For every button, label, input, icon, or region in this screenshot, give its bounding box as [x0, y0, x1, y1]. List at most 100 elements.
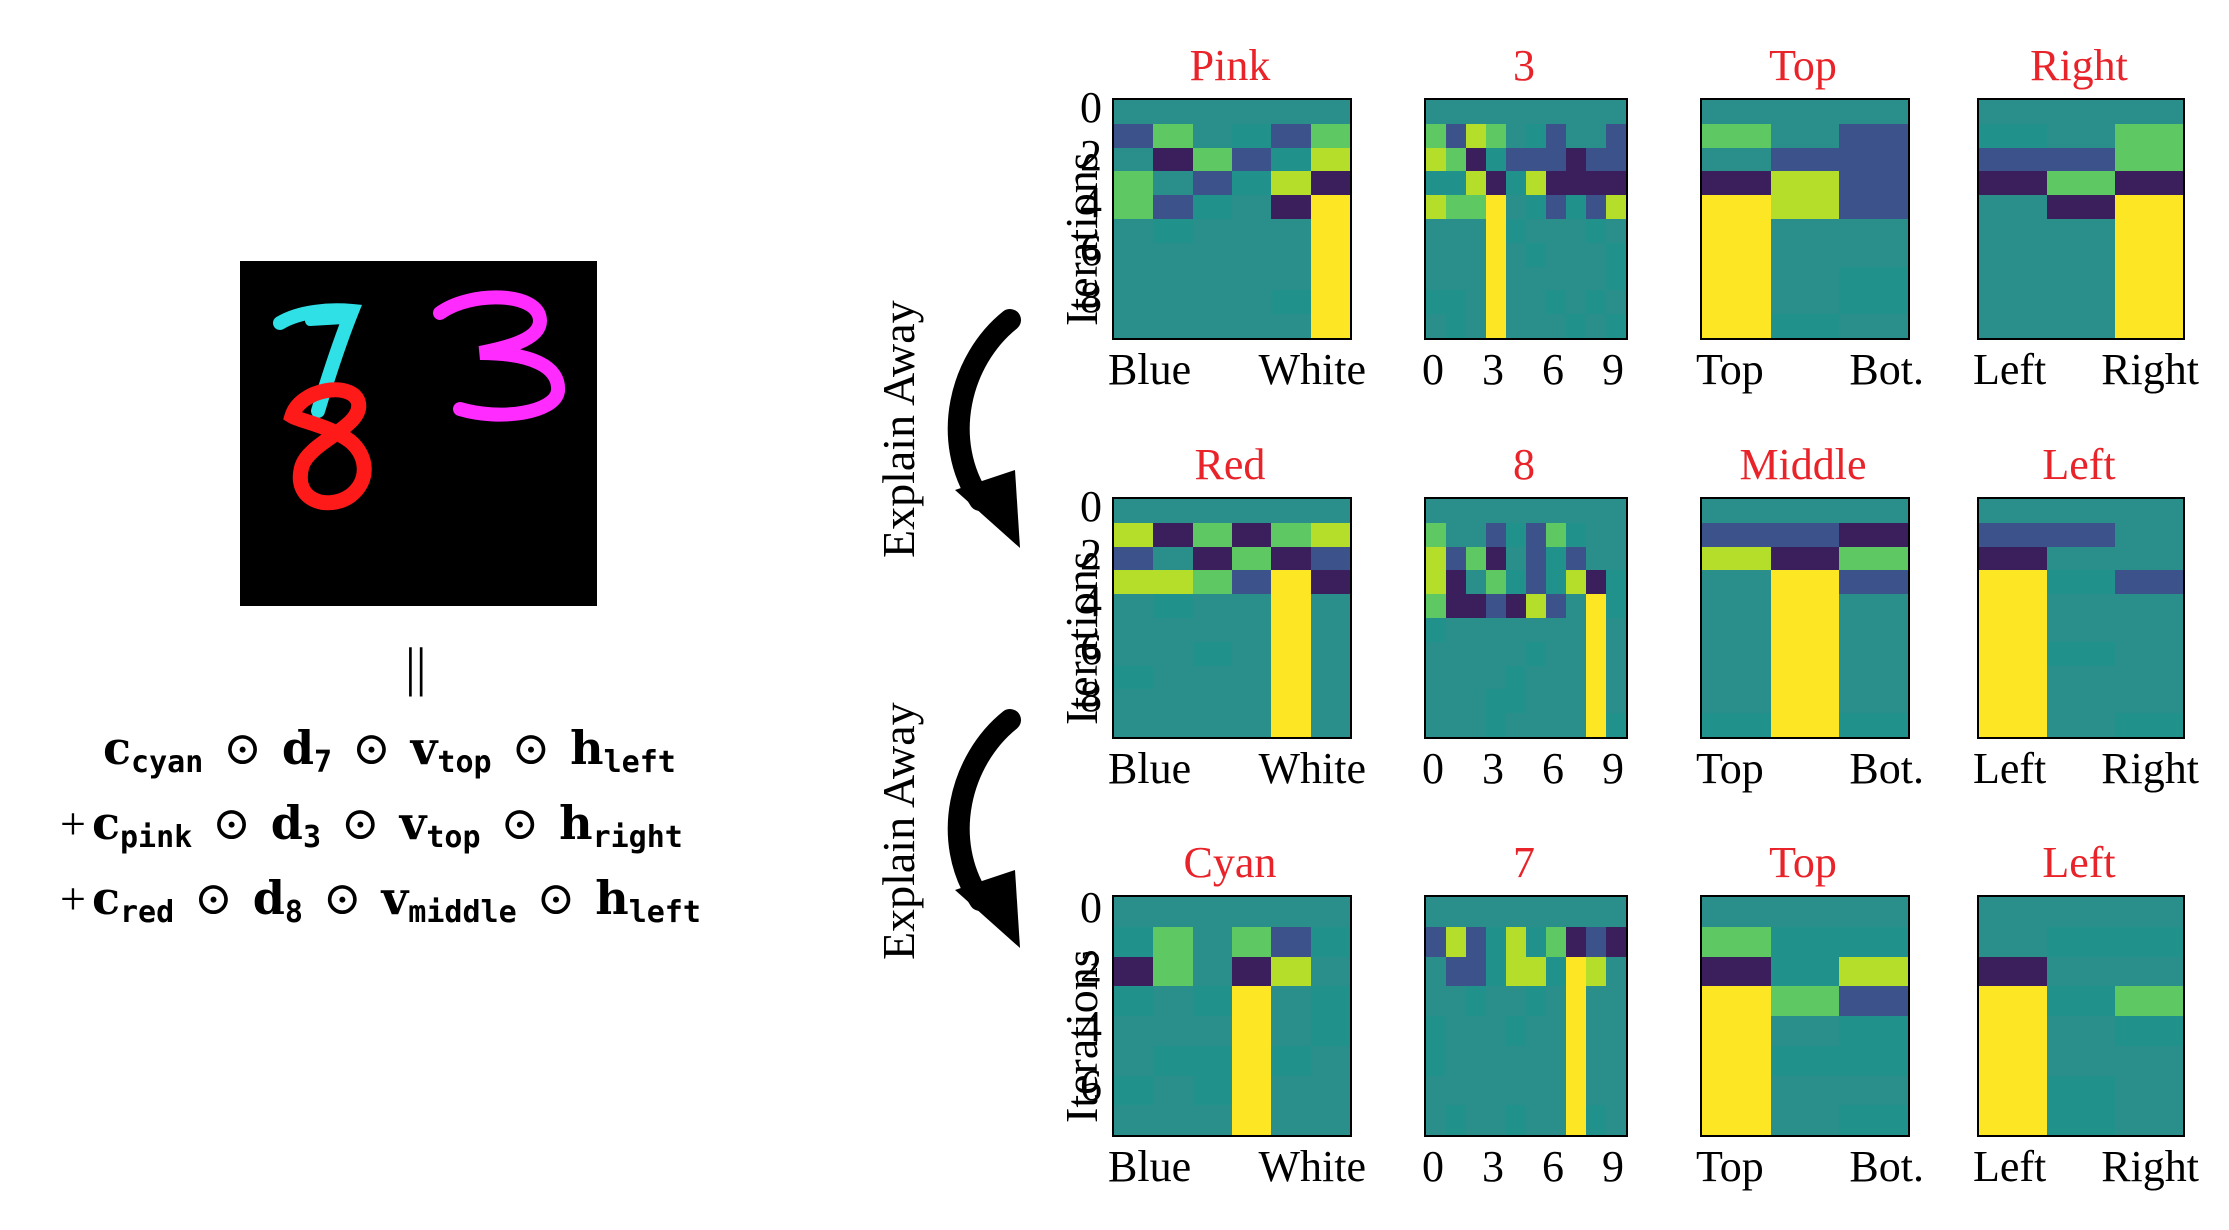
heatmap-cell	[1446, 689, 1467, 715]
heatmap-cell	[1546, 1105, 1567, 1135]
curved-arrow-icon	[947, 709, 1021, 948]
heatmap-cell	[1486, 641, 1507, 667]
heatmap-cell	[1770, 147, 1841, 173]
heatmap-cell	[1839, 171, 1908, 197]
heatmap-panel	[1424, 895, 1628, 1137]
heatmap-cell	[1606, 1075, 1626, 1107]
heatmap-cell	[1839, 1075, 1908, 1107]
heatmap-cell	[1606, 713, 1626, 737]
heatmap-cell	[1770, 499, 1841, 524]
heatmap-cell	[1546, 986, 1567, 1017]
heatmap-cell	[1566, 171, 1587, 197]
heatmap-cell	[1153, 618, 1194, 643]
heatmap-cell	[1546, 147, 1567, 173]
y-tick-label: 4	[1080, 1001, 1102, 1051]
heatmap-cell	[1446, 897, 1467, 928]
equation-line-2: +cpink ⊙ d3 ⊙ vtop ⊙ hright	[60, 796, 683, 855]
heatmap-cell	[1426, 314, 1447, 338]
heatmap-cell	[1606, 570, 1626, 596]
heatmap-cell	[1232, 195, 1273, 220]
heatmap-cell	[1586, 570, 1607, 596]
heatmap-cell	[1310, 123, 1350, 149]
heatmap-cell	[1526, 1105, 1547, 1135]
heatmap-cell	[1466, 266, 1487, 292]
heatmap-cell	[1839, 986, 1908, 1017]
heatmap-cell	[1192, 897, 1233, 928]
heatmap-cell	[1114, 1016, 1155, 1047]
heatmap-cell	[1466, 123, 1487, 149]
heatmap-cell	[1486, 195, 1507, 220]
heatmap-cell	[1566, 665, 1587, 691]
heatmap-cell	[1486, 1016, 1507, 1047]
heatmap-cell	[1153, 689, 1194, 715]
y-tick-label: 4	[1080, 577, 1102, 627]
heatmap-cell	[1839, 897, 1908, 928]
heatmap-cell	[1232, 926, 1273, 958]
heatmap-cell	[1586, 926, 1607, 958]
heatmap-cell	[1526, 171, 1547, 197]
heatmap-cell	[1466, 956, 1487, 988]
heatmap-cell	[1153, 522, 1194, 548]
heatmap-cell	[2047, 100, 2116, 125]
heatmap-cell	[1606, 522, 1626, 548]
heatmap-cell	[1770, 123, 1841, 149]
heatmap-cell	[1232, 1105, 1273, 1135]
heatmap-cell	[2115, 242, 2183, 268]
heatmap-cell	[1310, 665, 1350, 691]
heatmap-panel	[1700, 895, 1910, 1137]
heatmap-cell	[1271, 689, 1312, 715]
panel-title: 3	[1513, 41, 1535, 90]
heatmap-panel	[1977, 497, 2185, 739]
x-tick-label: 0	[1422, 345, 1444, 394]
heatmap-cell	[1446, 171, 1467, 197]
heatmap-cell	[1506, 689, 1527, 715]
heatmap-cell	[1566, 219, 1587, 244]
heatmap-cell	[1586, 546, 1607, 572]
heatmap-cell	[2047, 123, 2116, 149]
heatmap-cell	[1114, 242, 1155, 268]
heatmap-cell	[1232, 986, 1273, 1017]
heatmap-cell	[1446, 926, 1467, 958]
y-tick-label: 2	[1080, 529, 1102, 579]
y-tick-label: 2	[1080, 942, 1102, 992]
digit-strokes	[273, 290, 566, 511]
heatmap-cell	[1114, 570, 1155, 596]
heatmap-cell	[1486, 618, 1507, 643]
heatmap-cell	[1486, 594, 1507, 619]
heatmap-cell	[2115, 195, 2183, 220]
heatmap-cell	[1770, 1075, 1841, 1107]
y-tick-label: 6	[1080, 624, 1102, 674]
heatmap-cell	[1153, 594, 1194, 619]
heatmap-cell	[1446, 147, 1467, 173]
heatmap-cell	[1506, 1105, 1527, 1135]
heatmap-cell	[1839, 546, 1908, 572]
heatmap-cell	[1506, 570, 1527, 596]
heatmap-cell	[1839, 570, 1908, 596]
x-tick-label: Top	[1696, 1142, 1764, 1191]
heatmap-cell	[1153, 290, 1194, 316]
heatmap-cell	[1546, 195, 1567, 220]
heatmap-cell	[1486, 242, 1507, 268]
heatmap-cell	[1232, 689, 1273, 715]
heatmap-cell	[1426, 986, 1447, 1017]
heatmap-cell	[1979, 641, 2048, 667]
x-tick-label: White	[1258, 744, 1366, 793]
heatmap-cell	[1979, 314, 2048, 338]
heatmap-cell	[1770, 1016, 1841, 1047]
panel-title: Middle	[1739, 440, 1867, 489]
heatmap-cell	[1702, 926, 1772, 958]
heatmap-cell	[2115, 147, 2183, 173]
x-tick-label: Blue	[1108, 1142, 1192, 1191]
heatmap-cell	[1310, 1016, 1350, 1047]
heatmap-panel	[1977, 895, 2185, 1137]
heatmap-cell	[1192, 713, 1233, 737]
heatmap-cell	[1839, 195, 1908, 220]
heatmap-cell	[1232, 1045, 1273, 1077]
heatmap-cell	[1426, 546, 1447, 572]
heatmap-cell	[1566, 570, 1587, 596]
mnist-composite-image	[240, 261, 597, 606]
heatmap-cell	[1310, 314, 1350, 338]
heatmap-cell	[1114, 195, 1155, 220]
heatmap-cell	[1702, 314, 1772, 338]
panel-title: 7	[1513, 838, 1535, 887]
